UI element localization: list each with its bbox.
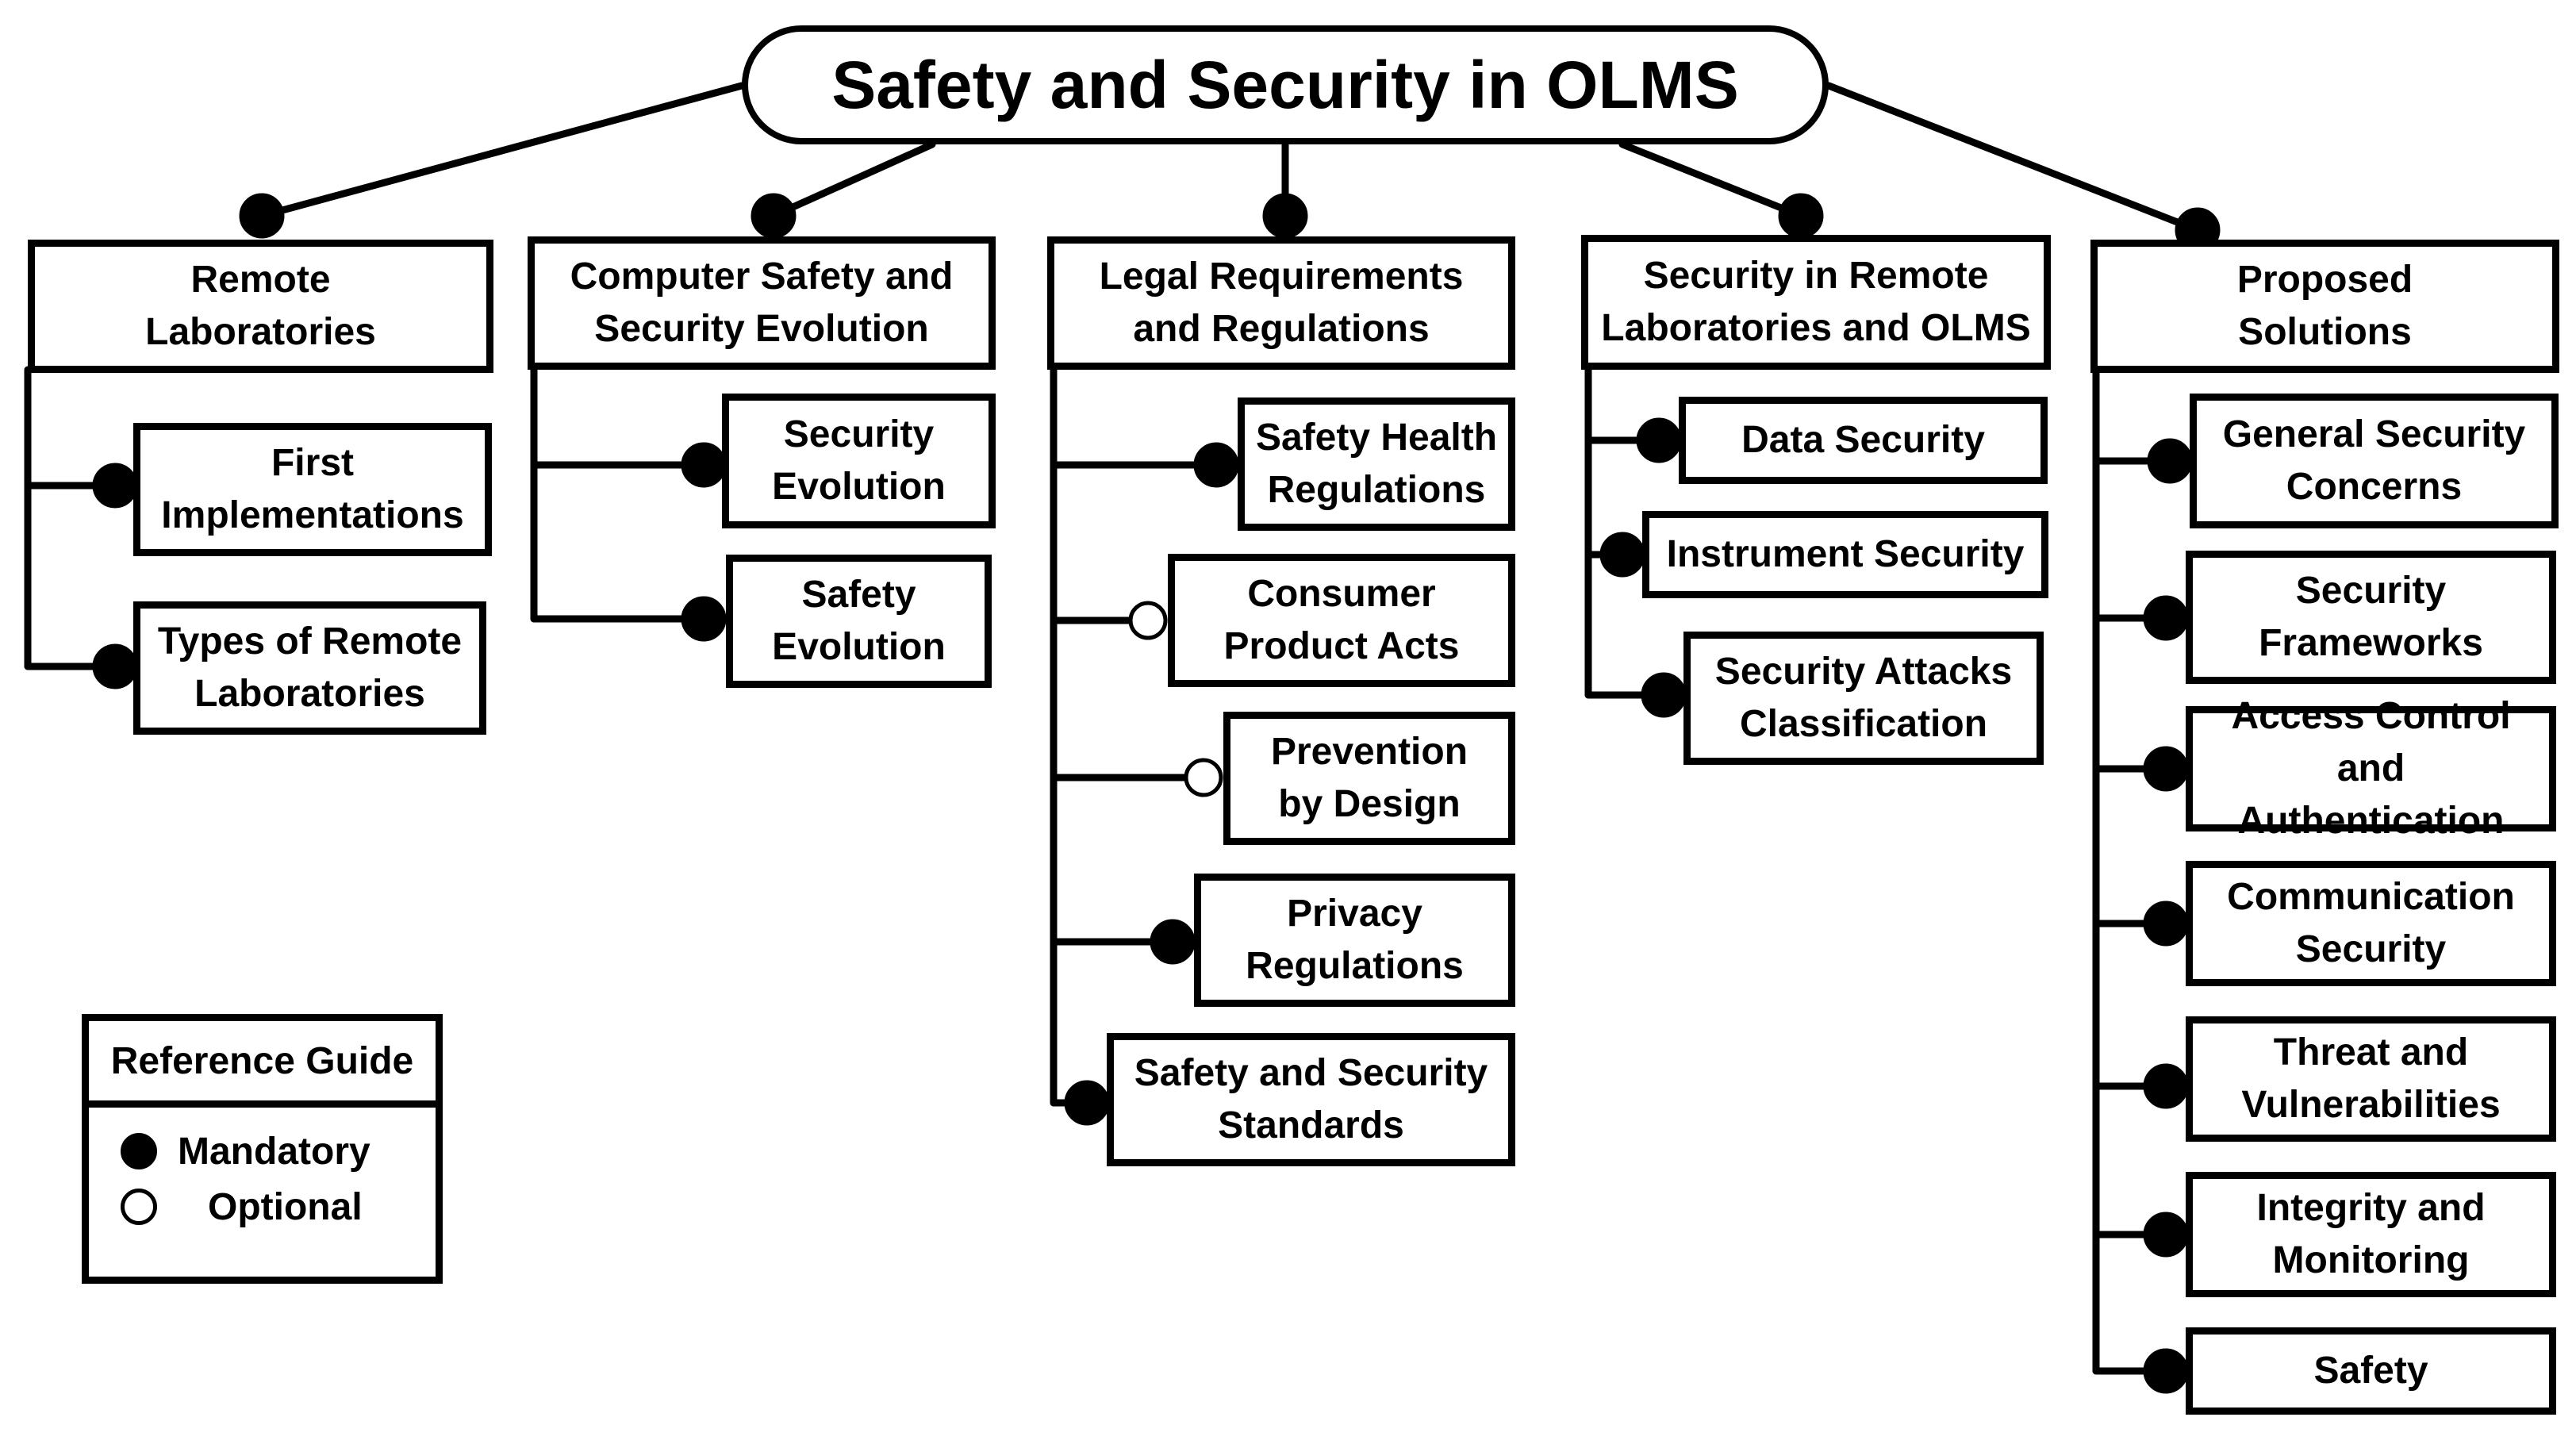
legend-optional: Optional: [89, 1179, 436, 1235]
optional-marker: [1184, 758, 1223, 797]
node-label: Privacy Regulations: [1246, 892, 1464, 987]
connector-line: [1825, 82, 2202, 234]
mandatory-marker: [92, 463, 138, 509]
mandatory-marker: [681, 596, 727, 642]
node-label: Types of Remote Laboratories: [157, 620, 463, 715]
legend-optional-label: Optional: [208, 1185, 363, 1228]
node-data-security: Data Security: [1679, 397, 2048, 484]
node-label: Security Evolution: [772, 413, 946, 508]
node-label: General Security Concerns: [2222, 413, 2526, 508]
node-label: Safety: [2313, 1349, 2428, 1392]
mandatory-marker: [2143, 746, 2189, 792]
node-privacy-regulations: Privacy Regulations: [1194, 874, 1515, 1007]
header-legal-requirements: Legal Requirements and Regulations: [1047, 236, 1515, 370]
node-security-frameworks: Security Frameworks: [2186, 551, 2556, 684]
node-label: Security Attacks Classification: [1714, 650, 2013, 745]
node-safety-evolution: Safety Evolution: [726, 555, 992, 688]
root-node-label: Safety and Security in OLMS: [831, 47, 1739, 122]
mandatory-marker: [1193, 442, 1239, 488]
mandatory-marker: [1262, 193, 1308, 239]
mandatory-marker: [2143, 1348, 2189, 1394]
node-label: Security Frameworks: [2259, 569, 2483, 664]
node-label: Prevention by Design: [1270, 730, 1468, 825]
node-integrity-monitoring: Integrity and Monitoring: [2186, 1172, 2556, 1297]
node-types-of-remote-laboratories: Types of Remote Laboratories: [133, 601, 486, 735]
node-instrument-security: Instrument Security: [1642, 511, 2048, 598]
mandatory-marker: [239, 193, 285, 239]
header-computer-safety-security-evolution: Computer Safety and Security Evolution: [528, 236, 996, 370]
legend-mandatory: Mandatory: [89, 1123, 436, 1179]
header-label: Remote Laboratories: [145, 258, 376, 353]
header-label: Security in Remote Laboratories and OLMS: [1601, 254, 2031, 349]
node-safety-health-regulations: Safety Health Regulations: [1238, 397, 1515, 531]
node-label: Safety and Security Standards: [1134, 1051, 1488, 1146]
node-prevention-by-design: Prevention by Design: [1223, 712, 1515, 845]
node-threat-vulnerabilities: Threat and Vulnerabilities: [2186, 1016, 2556, 1142]
mandatory-marker: [2143, 1063, 2189, 1109]
node-label: Access Control and Authentication: [2231, 694, 2511, 843]
optional-marker: [1128, 601, 1168, 640]
mandatory-marker: [751, 193, 797, 239]
node-safety-security-standards: Safety and Security Standards: [1107, 1033, 1515, 1166]
node-security-attacks-classification: Security Attacks Classification: [1683, 632, 2044, 765]
mandatory-marker: [1599, 532, 1645, 578]
node-label: Threat and Vulnerabilities: [2241, 1031, 2501, 1126]
connector-line: [258, 82, 746, 220]
connector-line: [1618, 140, 1805, 220]
mandatory-marker: [1150, 919, 1196, 965]
legend-mandatory-label: Mandatory: [178, 1130, 370, 1173]
mandatory-marker: [1636, 417, 1682, 463]
node-label: Consumer Product Acts: [1223, 572, 1460, 667]
node-communication-security: Communication Security: [2186, 861, 2556, 986]
header-remote-laboratories: Remote Laboratories: [28, 240, 493, 373]
mandatory-marker: [92, 643, 138, 689]
node-label: Integrity and Monitoring: [2256, 1186, 2486, 1281]
mandatory-marker: [1064, 1080, 1110, 1126]
mandatory-marker: [2143, 1212, 2189, 1258]
node-consumer-product-acts: Consumer Product Acts: [1168, 554, 1515, 687]
node-first-implementations: First Implementations: [133, 423, 492, 556]
header-security-in-remote-labs: Security in Remote Laboratories and OLMS: [1581, 235, 2051, 370]
mandatory-marker: [1641, 672, 1687, 718]
header-proposed-solutions: Proposed Solutions: [2090, 240, 2559, 373]
node-general-security-concerns: General Security Concerns: [2190, 394, 2559, 528]
connector-line: [770, 140, 936, 220]
header-label: Legal Requirements and Regulations: [1099, 255, 1464, 350]
node-safety: Safety: [2186, 1327, 2556, 1415]
reference-guide: Reference Guide Mandatory Optional: [82, 1014, 443, 1284]
root-node: Safety and Security in OLMS: [742, 25, 1829, 144]
node-label: Safety Health Regulations: [1255, 416, 1498, 511]
mandatory-marker: [2143, 901, 2189, 947]
node-label: Instrument Security: [1666, 532, 2025, 575]
node-security-evolution: Security Evolution: [722, 394, 996, 528]
node-access-control-authentication: Access Control and Authentication: [2186, 695, 2556, 842]
reference-guide-title: Reference Guide: [89, 1021, 436, 1108]
mandatory-marker: [681, 442, 727, 488]
node-label: First Implementations: [161, 441, 464, 536]
node-label: Communication Security: [2227, 875, 2515, 970]
node-label: Data Security: [1741, 418, 1985, 461]
node-label: Safety Evolution: [772, 573, 946, 668]
mandatory-marker: [1778, 193, 1824, 239]
filled-circle-icon: [121, 1133, 157, 1169]
mandatory-marker: [2143, 595, 2189, 641]
header-label: Computer Safety and Security Evolution: [570, 255, 954, 350]
header-label: Proposed Solutions: [2236, 258, 2413, 353]
mandatory-marker: [2147, 438, 2193, 484]
hollow-circle-icon: [121, 1189, 157, 1225]
